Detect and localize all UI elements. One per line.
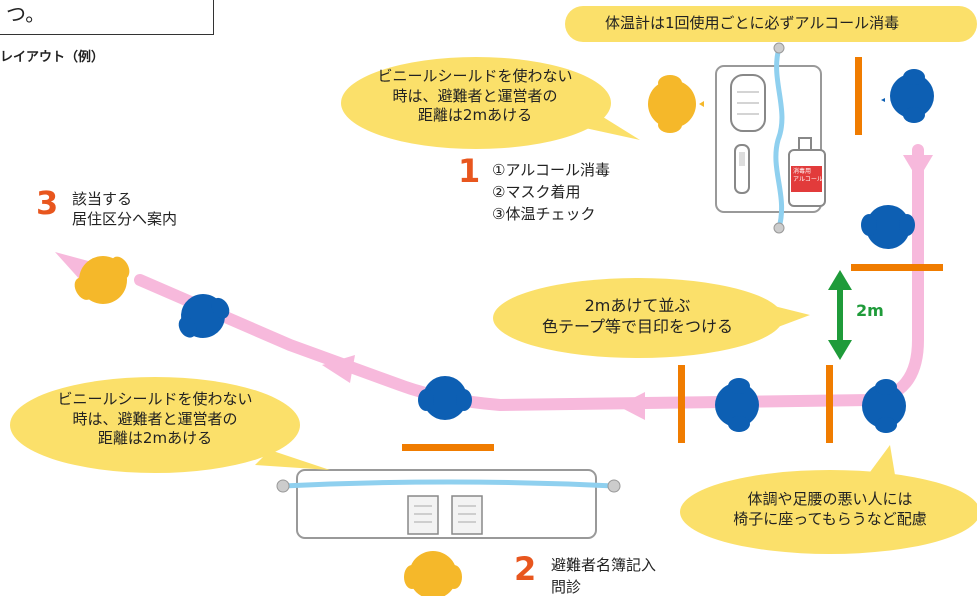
header-box: つ。 [0, 0, 214, 35]
document-icon [407, 495, 439, 535]
person-top-view-icon [890, 69, 934, 123]
bubble-chair [680, 445, 977, 554]
sanitizer-label: 消毒用 アルコール [793, 168, 823, 184]
step-3-number: 3 [36, 184, 59, 222]
route-arrow-down [903, 155, 933, 180]
thermometer-icon [734, 144, 750, 194]
mask-icon [730, 74, 766, 132]
barrier-1 [855, 57, 862, 135]
barrier-4 [678, 365, 685, 443]
barrier-5 [402, 444, 494, 451]
bubble-queue-text: 2mあけて並ぶ 色テープ等で目印をつける [541, 296, 734, 336]
bubble-chair-text: 体調や足腰の悪い人には 椅子に座ってもらうなど配慮 [733, 490, 927, 528]
document-icon [451, 495, 483, 535]
step-2-number: 2 [514, 550, 537, 588]
notice-pill-bg [565, 6, 977, 42]
barrier-3 [826, 365, 833, 443]
staff-step-3 [65, 244, 141, 316]
sanitizer-bottle-icon [788, 137, 826, 207]
route-path [134, 144, 924, 411]
staff-top-view-icon [648, 75, 696, 133]
layout-label: レイアウト（例） [0, 50, 105, 65]
step-1-text: ①アルコール消毒 ②マスク着用 ③体温チェック [492, 161, 610, 223]
bubble-shield-bottom [10, 377, 330, 473]
step-2-text: 避難者名簿記入 問診 [551, 556, 657, 596]
distance-label: 2m [856, 301, 884, 320]
route-arrow-left-2 [322, 355, 355, 383]
notice-pill: 体温計は1回使用ごとに必ずアルコール消毒 [605, 14, 900, 32]
vinyl-shield-2 [282, 479, 615, 489]
bubble-queue [493, 278, 810, 358]
route-arrow-left-1 [618, 392, 645, 420]
distance-arrow [828, 270, 852, 360]
step-3-text: 該当する 居住区分へ案内 [72, 190, 178, 229]
person-queue-3 [715, 378, 759, 432]
person-queue-1 [861, 205, 915, 249]
barrier-2 [851, 264, 943, 271]
person-desk-2 [418, 376, 472, 420]
bubble-shield-top [341, 57, 640, 149]
step-1-number: 1 [458, 152, 481, 190]
desk-2 [296, 469, 597, 539]
header-box-text: つ。 [6, 2, 46, 26]
staff-desk-2 [404, 551, 462, 596]
vinyl-shield-1 [773, 47, 785, 229]
bubble-shield-top-text: ビニールシールドを使わない 時は、避難者と運営者の 距離は2mあける [377, 67, 573, 124]
bubble-shield-bottom-text: ビニールシールドを使わない 時は、避難者と運営者の 距離は2mあける [57, 390, 253, 447]
